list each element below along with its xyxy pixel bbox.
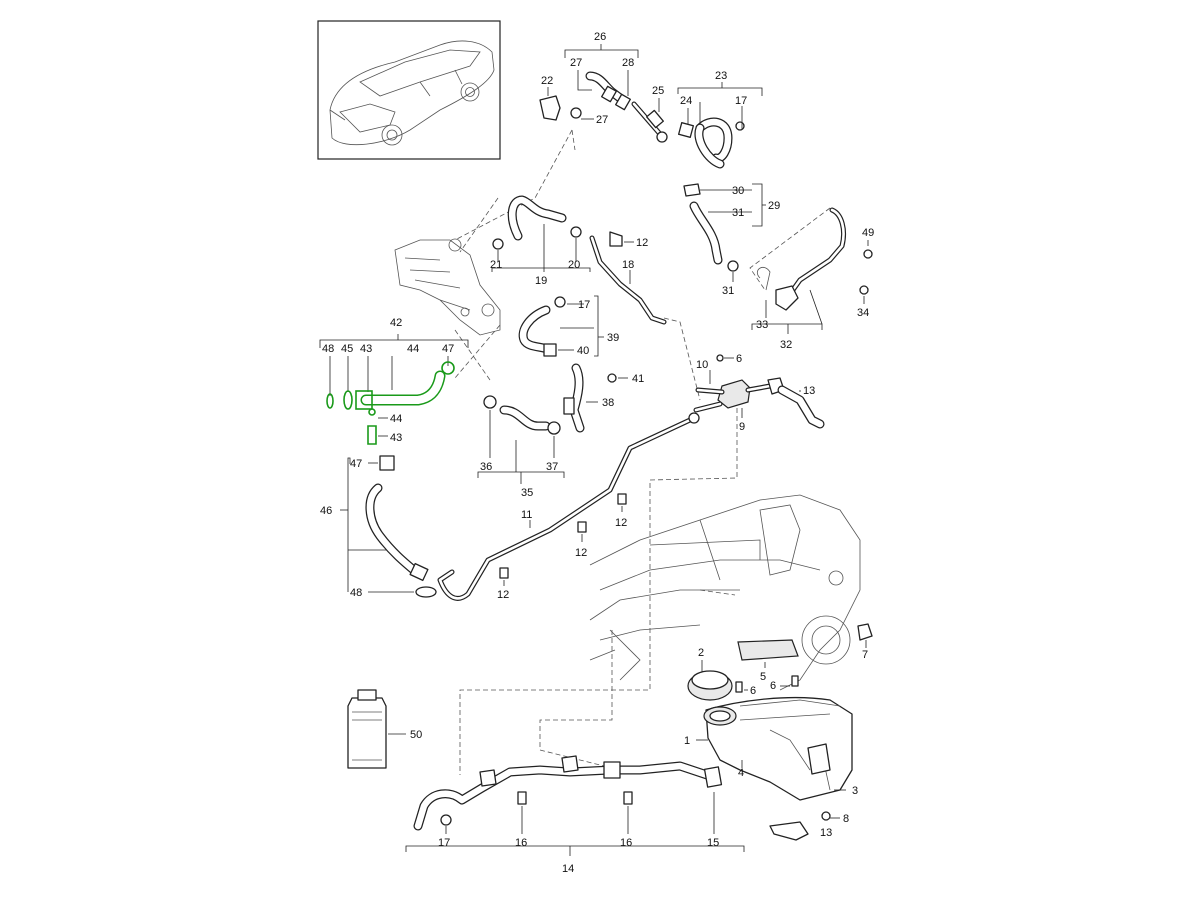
pipe-32-group (751, 207, 873, 334)
callout-40: 40 (577, 345, 589, 357)
callout-25: 25 (652, 85, 664, 97)
callout-27: 27 (596, 114, 608, 126)
hose-23-group (677, 82, 763, 169)
callout-4: 4 (738, 767, 744, 779)
callout-17: 17 (735, 95, 747, 107)
callout-34: 34 (857, 307, 869, 319)
callout-12: 12 (497, 589, 509, 601)
callout-labels: 26 27 28 22 27 25 23 24 17 30 29 31 31 1… (320, 31, 874, 875)
coolant-bottle (347, 689, 406, 769)
callout-17: 17 (578, 299, 590, 311)
callout-44: 44 (390, 413, 402, 425)
callout-39: 39 (607, 332, 619, 344)
hose-42-group-highlighted (319, 334, 469, 445)
callout-43: 43 (390, 432, 402, 444)
callout-9: 9 (739, 421, 745, 433)
callout-45: 45 (341, 343, 353, 355)
callout-12: 12 (636, 237, 648, 249)
callout-19: 19 (535, 275, 547, 287)
hose-39-group (518, 295, 604, 357)
upper-hose-group (539, 44, 668, 143)
callout-6: 6 (750, 685, 756, 697)
callout-20: 20 (568, 259, 580, 271)
callout-44: 44 (407, 343, 419, 355)
callout-14: 14 (562, 863, 574, 875)
callout-49: 49 (862, 227, 874, 239)
callout-31: 31 (722, 285, 734, 297)
callout-32: 32 (780, 339, 792, 351)
valve-9-group (693, 354, 825, 429)
callout-17: 17 (438, 837, 450, 849)
callout-7: 7 (862, 649, 868, 661)
callout-33: 33 (756, 319, 768, 331)
callout-11: 11 (521, 509, 532, 521)
hose-46-group (340, 455, 437, 598)
callout-48: 48 (350, 587, 362, 599)
lower-hose-group (405, 755, 745, 856)
callout-21: 21 (490, 259, 502, 271)
callout-23: 23 (715, 70, 727, 82)
callout-30: 30 (732, 185, 744, 197)
hose-29-group (683, 183, 766, 282)
callout-36: 36 (480, 461, 492, 473)
callout-50: 50 (410, 729, 422, 741)
callout-41: 41 (632, 373, 644, 385)
callout-6: 6 (770, 680, 776, 692)
pipe-11 (437, 412, 700, 601)
dashed-reference-lines (454, 129, 831, 775)
callout-31: 31 (732, 207, 744, 219)
callout-37: 37 (546, 461, 558, 473)
engine-bay-sketch (589, 494, 873, 691)
callout-29: 29 (768, 200, 780, 212)
callout-15: 15 (707, 837, 719, 849)
callout-26: 26 (594, 31, 606, 43)
callout-3: 3 (852, 785, 858, 797)
callout-47: 47 (442, 343, 454, 355)
callout-13: 13 (803, 385, 815, 397)
callout-12: 12 (615, 517, 627, 529)
expansion-tank-group (687, 660, 853, 841)
callout-28: 28 (622, 57, 634, 69)
hose-35-group (477, 363, 628, 484)
callout-16: 16 (620, 837, 632, 849)
callout-2: 2 (698, 647, 704, 659)
callout-47: 47 (350, 458, 362, 470)
callout-22: 22 (541, 75, 553, 87)
callout-10: 10 (696, 359, 708, 371)
callout-48: 48 (322, 343, 334, 355)
callout-38: 38 (602, 397, 614, 409)
callout-8: 8 (843, 813, 849, 825)
callout-42: 42 (390, 317, 402, 329)
callout-16: 16 (515, 837, 527, 849)
callout-5: 5 (760, 671, 766, 683)
callout-24: 24 (680, 95, 692, 107)
callout-18: 18 (622, 259, 634, 271)
callout-46: 46 (320, 505, 332, 517)
engine-block-sketch (394, 238, 501, 336)
callout-12: 12 (575, 547, 587, 559)
callout-27: 27 (570, 57, 582, 69)
hose-19-group (491, 195, 667, 325)
callout-6: 6 (736, 353, 742, 365)
callout-35: 35 (521, 487, 533, 499)
vehicle-thumbnail (317, 20, 501, 160)
callout-43: 43 (360, 343, 372, 355)
callout-13: 13 (820, 827, 832, 839)
callout-1: 1 (684, 735, 690, 747)
